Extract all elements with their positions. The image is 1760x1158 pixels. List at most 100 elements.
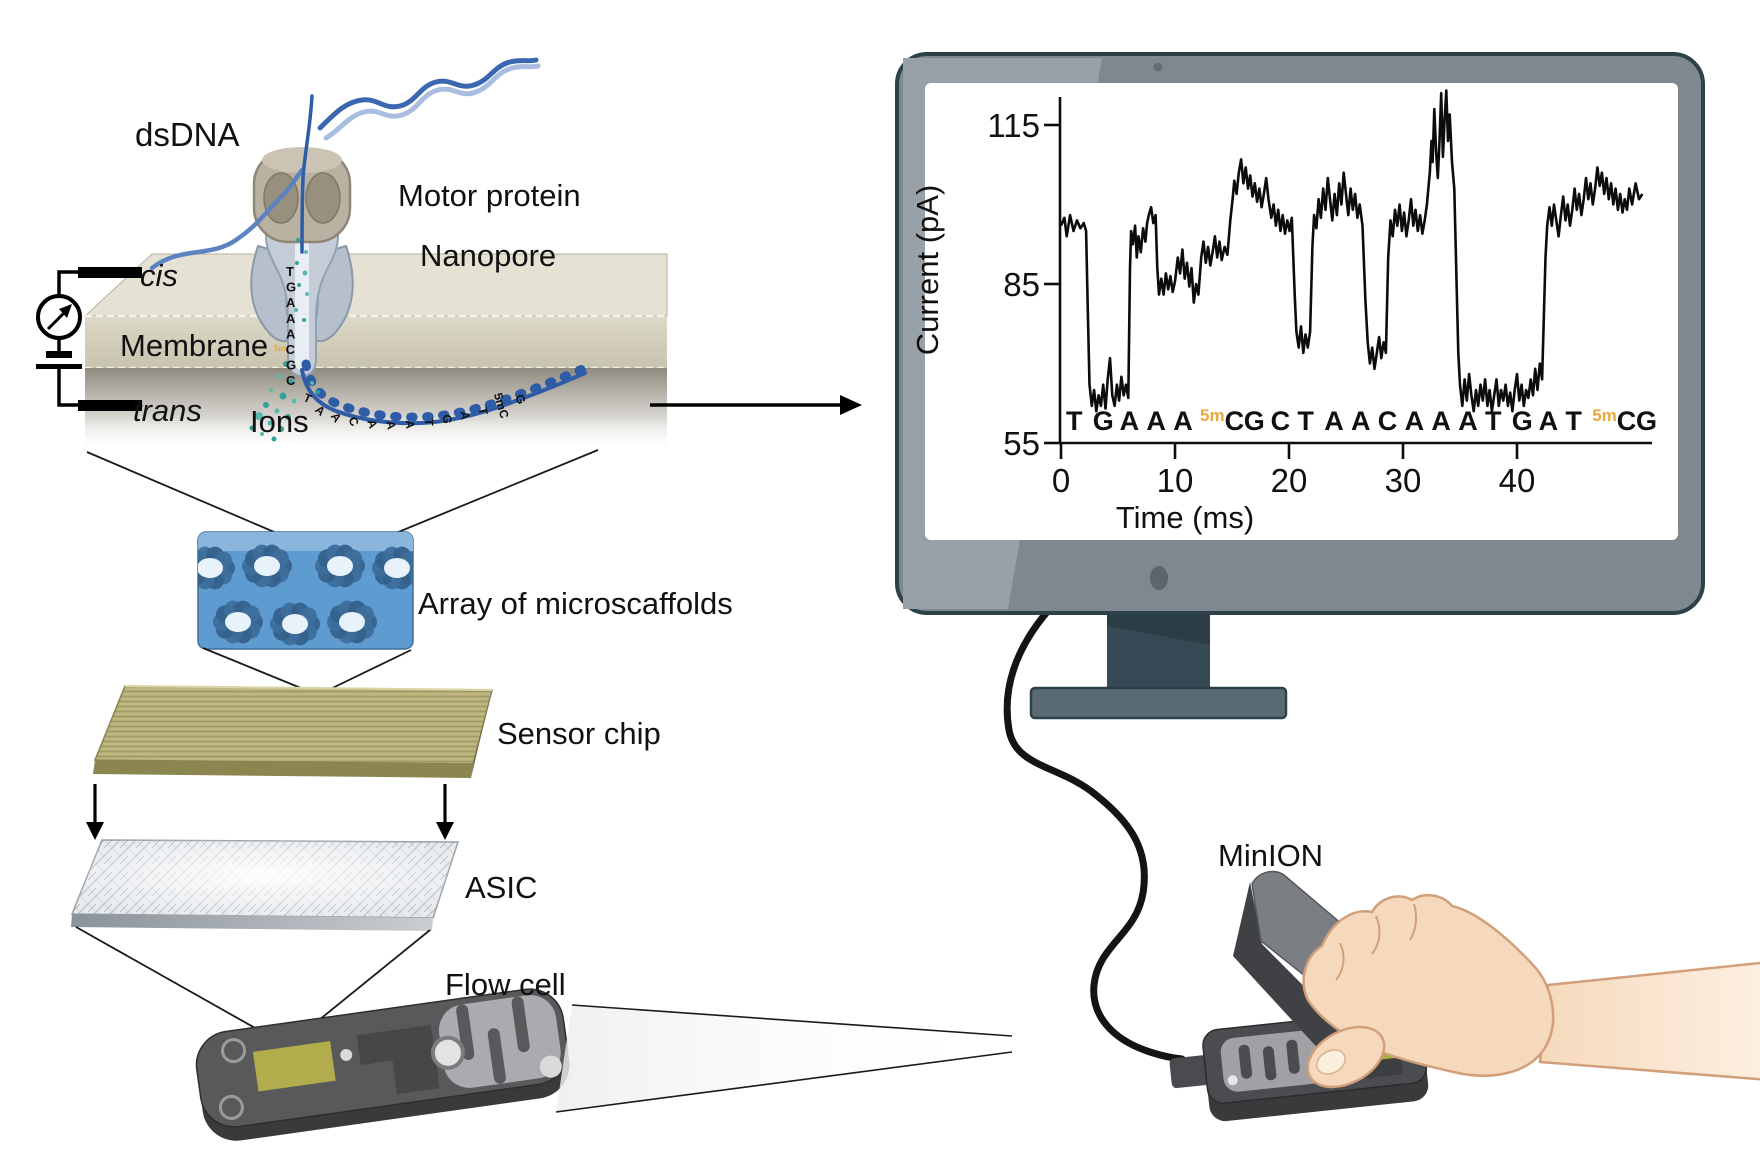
base-G: G [1636,406,1657,436]
cone-line-bottom [555,1051,1013,1113]
label-flow-cell: Flow cell [445,967,566,1002]
ion-dot [294,308,298,312]
trans-electrode [78,400,142,411]
ion-dot [279,392,287,400]
base-G: G [1093,406,1114,436]
label-minion: MinION [1218,838,1323,873]
wire-bottom [57,369,78,407]
ammeter-needle [46,309,68,331]
arrow-right-head [436,822,454,840]
xtick-0: 0 [1052,462,1070,499]
flow-cell-dot [340,1048,353,1061]
base-A: A [1431,406,1451,436]
sensor-chip-top [93,685,493,765]
ion-dot [302,270,308,276]
label-sensor-chip: Sensor chip [497,716,661,751]
flow-cell-screw-bottom [218,1094,244,1120]
base-A: A [1173,406,1193,436]
monitor-stand [1029,610,1288,720]
base-A: A [1539,406,1559,436]
tail-base-A: A [458,411,473,421]
microscaffold-top-band [198,532,413,551]
label-asic: ASIC [465,870,537,905]
ion-dot [249,425,255,431]
template-strand-left [149,167,305,271]
ion-dots [249,238,320,442]
base-T: T [1297,406,1314,436]
ion-dot [263,402,269,408]
microscaffold-pore [315,544,365,588]
microscaffold-array [197,531,414,650]
flow-cell-serpentine [430,995,562,1088]
base-A: A [1351,406,1371,436]
current-trace-plot: 115 85 55 0 10 20 30 40 Current (pA) Tim… [910,89,1657,535]
minion-group: MinION [1169,838,1760,1122]
xtick-10: 10 [1157,462,1194,499]
base-C: C [1378,406,1398,436]
ssdna-tail-ticks [301,359,592,422]
sensor-chip-shape [93,685,493,778]
sensor-chip-highlight [124,685,493,691]
wire-top [57,270,78,296]
tail-base-A: A [403,420,418,430]
stand-neck-shade [1107,610,1210,645]
ammeter-circuit [36,267,142,411]
pore-base-A: A [286,295,296,310]
usb-cable [1003,608,1186,1063]
pore-base-A: A [286,326,296,341]
ion-dot [305,292,309,296]
label-nanopore: Nanopore [420,238,556,273]
microscaffold-pore [270,602,320,646]
xtick-20: 20 [1271,462,1308,499]
motor-top-cap [262,147,342,173]
microscaffold-pore [198,546,235,590]
ion-dot [285,414,291,420]
label-ions: Ions [250,404,309,439]
label-motor-protein: Motor protein [398,178,581,213]
label-dsdna: dsDNA [135,116,240,153]
xtick-40: 40 [1499,462,1536,499]
ion-dot [276,373,282,379]
ion-dot [297,283,301,287]
cis-electrode [78,267,142,278]
base-A: A [1324,406,1344,436]
membrane-front-face [85,316,667,368]
ion-dot [283,361,289,367]
pore-base-T: T [286,264,294,279]
microscaffold-pore [327,600,377,644]
monitor: 115 85 55 0 10 20 30 40 Current (pA) Tim… [895,52,1705,1063]
ion-dot [274,408,280,414]
nanopore-protein [250,212,354,378]
base-T: T [1066,406,1083,436]
flow-cell-sensor-pad [252,1041,336,1092]
tail-base-T: T [422,418,436,426]
ion-dot [302,318,306,322]
ion-dot [296,238,300,242]
funnel-line-left-3 [75,926,288,1047]
monitor-arrow-head [840,395,862,415]
thumbnail [1316,1049,1346,1075]
ion-dot [291,398,297,404]
base-T: T [1565,406,1582,436]
label-microscaffolds: Array of microscaffolds [418,586,733,621]
ammeter-needle-head [59,304,72,318]
dsdna-strand-dark [317,57,539,131]
y-axis-ticks [1044,123,1060,445]
monitor-screen [925,83,1678,540]
ion-dot [260,432,264,436]
finger-creases [1335,903,1418,981]
current-trace [1059,89,1644,413]
pore-base-C: C [286,373,296,388]
battery-bar-long [36,364,82,369]
minion-flowcell-inset [1220,1029,1334,1092]
stand-base [1029,686,1288,720]
label-membrane: Membrane [120,328,268,363]
sensor-chip-front-edge [93,760,473,778]
cone-line-top [571,1004,1013,1037]
flow-cell-screw-top [221,1038,247,1064]
webcam-dot-icon [1153,62,1163,72]
tail-base-T: T [476,406,491,416]
